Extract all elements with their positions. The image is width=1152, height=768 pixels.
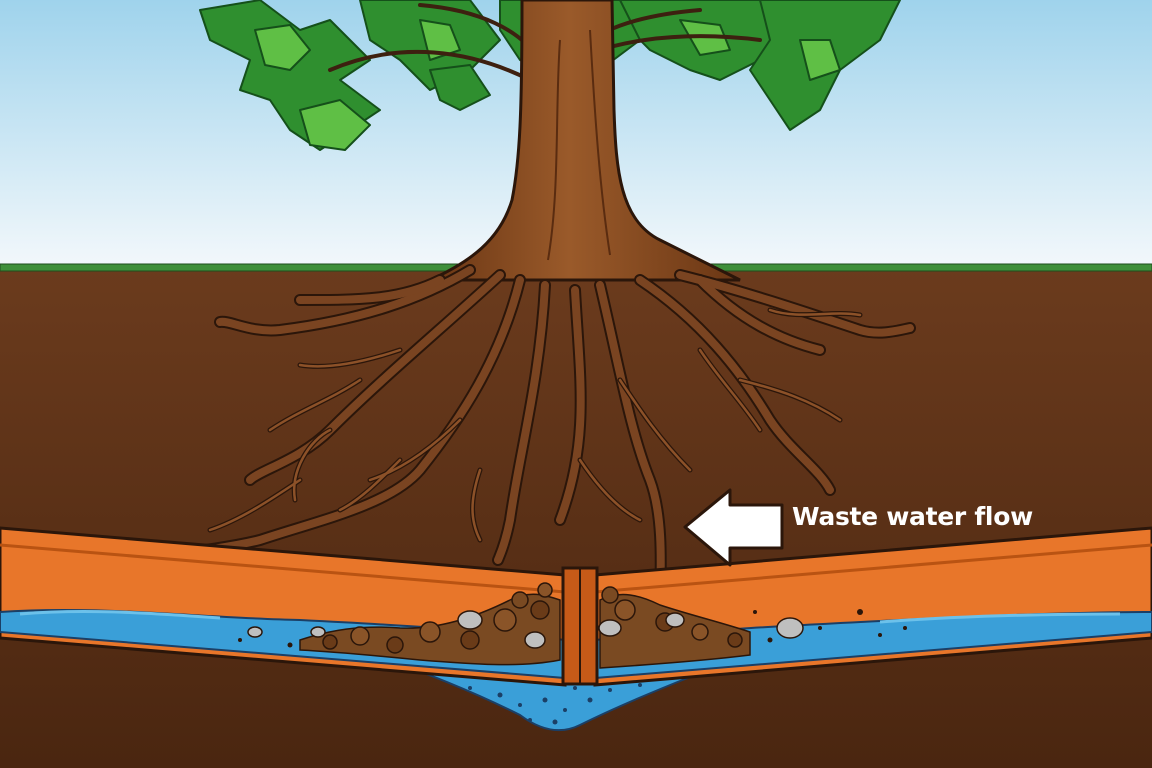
pipe-joint-icon <box>561 566 599 686</box>
arrow-left-icon <box>683 488 784 567</box>
tree-canopy-icon <box>199 0 901 151</box>
root-debris-blockage <box>247 582 804 669</box>
waste-water-flow-label: Waste water flow <box>792 502 1033 531</box>
